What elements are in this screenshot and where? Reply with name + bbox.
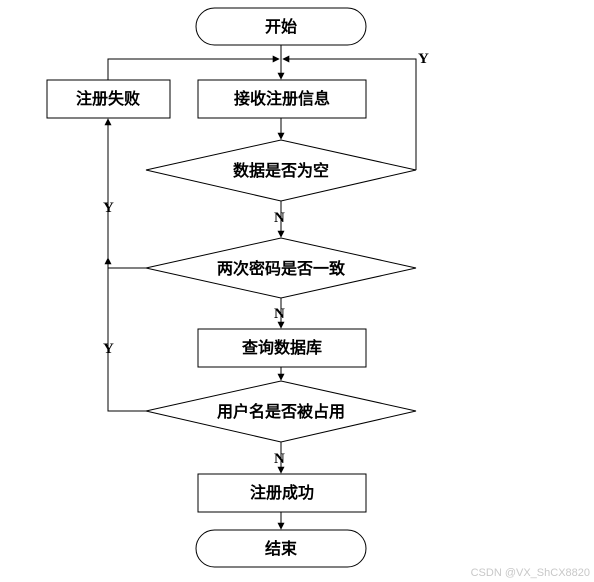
query-db-label: 查询数据库: [242, 338, 322, 357]
label-yes-empty: Y: [418, 51, 429, 67]
end-label: 结束: [264, 539, 298, 558]
label-no-taken: N: [274, 451, 285, 467]
check-empty-decision: 数据是否为空: [145, 139, 417, 202]
start-node: 开始: [195, 7, 367, 46]
connector-check-empty-yes-loop: [282, 55, 417, 170]
label-yes-password: Y: [103, 200, 114, 216]
success-label: 注册成功: [250, 483, 314, 502]
connector-fail-to-main: [107, 55, 280, 80]
check-empty-label: 数据是否为空: [233, 161, 329, 180]
check-password-decision: 两次密码是否一致: [145, 237, 417, 299]
receive-label: 接收注册信息: [234, 89, 330, 108]
receive-node: 接收注册信息: [197, 79, 367, 119]
check-taken-label: 用户名是否被占用: [217, 402, 345, 421]
label-no-empty: N: [274, 210, 285, 226]
connector-check-taken-yes-fail: [104, 257, 146, 412]
fail-node: 注册失败: [46, 79, 171, 119]
query-db-node: 查询数据库: [197, 328, 367, 368]
check-password-label: 两次密码是否一致: [217, 259, 346, 278]
label-no-password: N: [274, 306, 285, 322]
watermark: CSDN @VX_ShCX8820: [471, 567, 590, 579]
success-node: 注册成功: [197, 473, 367, 513]
check-taken-decision: 用户名是否被占用: [145, 380, 417, 443]
label-yes-taken: Y: [103, 341, 114, 357]
start-label: 开始: [265, 17, 297, 36]
connector-check-password-yes-fail: [104, 118, 146, 269]
fail-label: 注册失败: [76, 89, 140, 108]
end-node: 结束: [195, 529, 367, 568]
